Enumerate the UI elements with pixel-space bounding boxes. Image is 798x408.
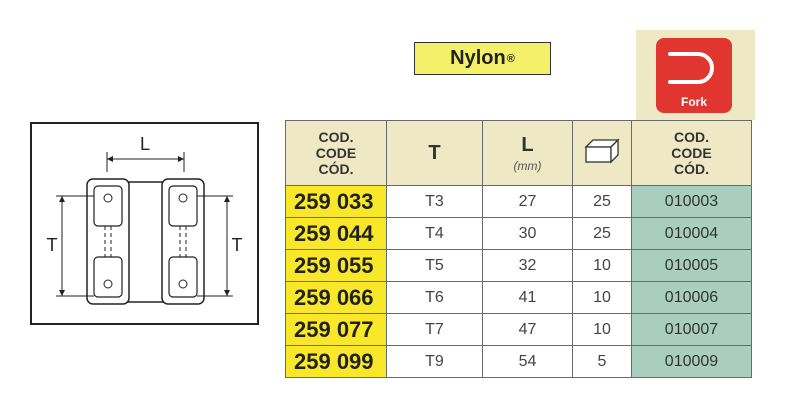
ref-code-cell: 259 044 — [285, 217, 387, 250]
t-cell: T3 — [386, 185, 483, 218]
t-cell: T6 — [386, 281, 483, 314]
product-diagram: L T T — [30, 122, 259, 325]
l-cell: 41 — [482, 281, 573, 314]
fork-code-cell: 010006 — [631, 281, 752, 314]
l-cell: 32 — [482, 249, 573, 282]
l-cell: 30 — [482, 217, 573, 250]
l-header: L (mm) — [482, 120, 573, 186]
fork-code-cell: 010009 — [631, 345, 752, 378]
header-line: COD. — [674, 129, 709, 145]
right-t-label: T — [232, 235, 243, 255]
ref-code-cell: 259 077 — [285, 313, 387, 346]
fork-code-cell: 010003 — [631, 185, 752, 218]
header-line: CODE — [671, 145, 712, 161]
fork-code-cell: 010007 — [631, 313, 752, 346]
table-row: 259 066 T6 41 10 010006 — [285, 281, 752, 314]
left-t-label: T — [47, 235, 58, 255]
l-cell: 47 — [482, 313, 573, 346]
qty-cell: 10 — [572, 313, 632, 346]
box-icon — [584, 137, 620, 164]
header-line: CODE — [315, 145, 357, 161]
ref-code-cell: 259 066 — [285, 281, 387, 314]
fork-code-header: COD. CODE CÓD. — [631, 120, 752, 186]
l-header-label: L — [521, 133, 534, 156]
qty-cell: 25 — [572, 185, 632, 218]
table-row: 259 099 T9 54 5 010009 — [285, 345, 752, 378]
qty-cell: 25 — [572, 217, 632, 250]
material-label: Nylon® — [414, 42, 551, 75]
connector-drawing: L T T — [47, 134, 243, 305]
product-table: COD. CODE CÓD. T L (mm) COD. CODE CÓD. — [285, 120, 752, 378]
fork-badge-label: Fork — [680, 95, 707, 109]
t-cell: T7 — [386, 313, 483, 346]
header-line: CÓD. — [318, 161, 354, 177]
header-line: COD. — [318, 129, 354, 145]
fork-icon — [668, 52, 714, 84]
material-name: Nylon — [450, 47, 506, 69]
fork-code-cell: 010004 — [631, 217, 752, 250]
table-row: 259 055 T5 32 10 010005 — [285, 249, 752, 282]
t-cell: T4 — [386, 217, 483, 250]
box-quantity-header — [572, 120, 632, 186]
table-row: 259 044 T4 30 25 010004 — [285, 217, 752, 250]
t-header: T — [386, 120, 483, 186]
ref-code-header: COD. CODE CÓD. — [285, 120, 387, 186]
ref-code-cell: 259 055 — [285, 249, 387, 282]
length-label: L — [140, 134, 150, 154]
table-row: 259 033 T3 27 25 010003 — [285, 185, 752, 218]
header-line: CÓD. — [674, 161, 709, 177]
fork-code-cell: 010005 — [631, 249, 752, 282]
t-cell: T9 — [386, 345, 483, 378]
qty-cell: 5 — [572, 345, 632, 378]
t-cell: T5 — [386, 249, 483, 282]
table-row: 259 077 T7 47 10 010007 — [285, 313, 752, 346]
ref-code-cell: 259 099 — [285, 345, 387, 378]
fork-badge: Fork — [656, 38, 732, 113]
fork-header: Fork — [636, 30, 755, 120]
ref-code-cell: 259 033 — [285, 185, 387, 218]
l-unit: (mm) — [513, 158, 542, 173]
registered-mark: ® — [506, 52, 515, 65]
qty-cell: 10 — [572, 281, 632, 314]
qty-cell: 10 — [572, 249, 632, 282]
l-cell: 54 — [482, 345, 573, 378]
l-cell: 27 — [482, 185, 573, 218]
